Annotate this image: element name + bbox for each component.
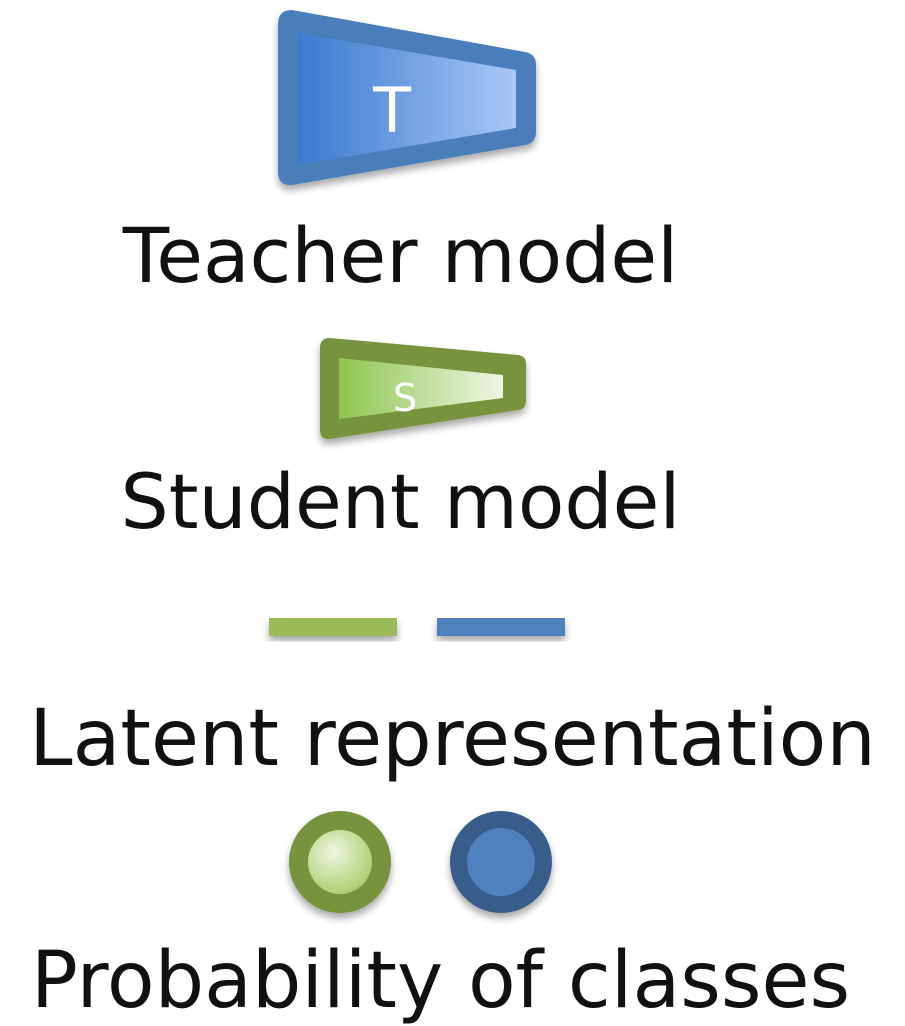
latent-bar-student <box>269 618 397 636</box>
latent-representation-bars <box>269 618 565 636</box>
probability-of-classes-caption: Probability of classes <box>30 936 851 1026</box>
probability-circle-student <box>289 811 391 913</box>
teacher-model-shape: T <box>278 10 536 186</box>
latent-bar-teacher <box>437 618 565 636</box>
student-glyph: S <box>393 376 417 420</box>
teacher-glyph: T <box>372 74 412 147</box>
probability-circles <box>289 811 552 913</box>
student-model-caption: Student model <box>120 457 681 546</box>
teacher-model-caption: Teacher model <box>122 211 679 300</box>
student-model-shape: S <box>320 338 526 440</box>
probability-circle-teacher <box>450 811 552 913</box>
latent-representation-caption: Latent representation <box>29 694 876 784</box>
